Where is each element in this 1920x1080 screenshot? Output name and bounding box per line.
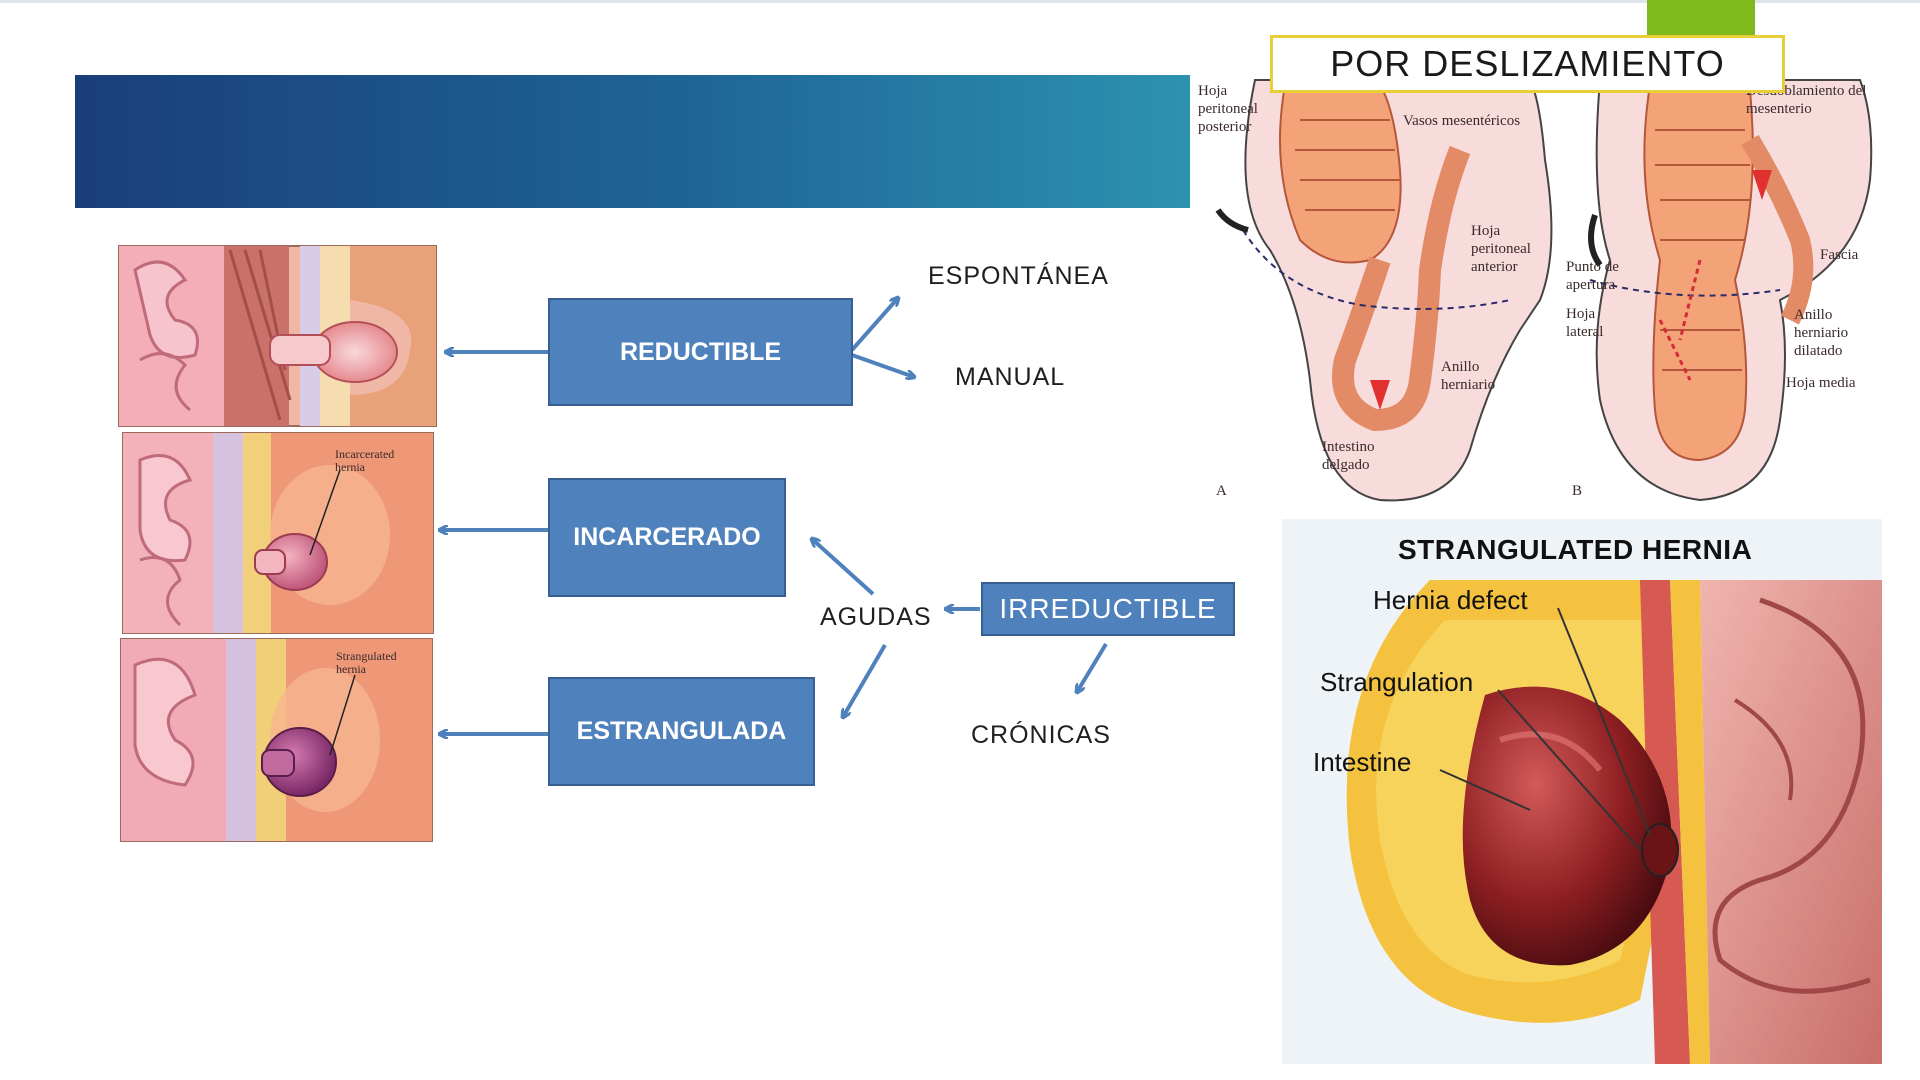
sliding-hernia-title: POR DESLIZAMIENTO [1270, 35, 1785, 93]
incarcerated-hernia-illustration [122, 432, 434, 634]
label-hoja-anterior: Hoja peritoneal anterior [1471, 223, 1531, 275]
top-rule [0, 0, 1920, 3]
arrow-agudas-to-incarcerado [812, 539, 875, 596]
strangulated-title: STRANGULATED HERNIA [1398, 534, 1753, 565]
label-hoja-posterior: Hoja peritoneal posterior [1198, 83, 1258, 135]
label-intestine: Intestine [1313, 747, 1412, 777]
label-hernia-defect: Hernia defect [1373, 585, 1528, 615]
arrow-to-manual [851, 353, 914, 377]
label-anillo: Anillo herniario [1441, 359, 1496, 393]
label-espontanea: ESPONTÁNEA [928, 262, 1109, 290]
strangulated-caption: Strangulated hernia [336, 649, 397, 676]
label-a: A [1216, 483, 1227, 499]
irreductible-box: IRREDUCTIBLE [981, 582, 1235, 636]
label-hoja-media: Hoja media [1786, 375, 1856, 391]
label-strangulation: Strangulation [1320, 667, 1474, 697]
label-anillo-dilatado: Anillo herniario dilatado [1794, 307, 1849, 359]
accent-tab [1647, 0, 1755, 40]
arrow-agudas-to-estrangulada [843, 643, 887, 717]
arrow-to-espontanea [850, 298, 898, 352]
label-manual: MANUAL [955, 363, 1066, 391]
incarcerated-caption: Incarcerated hernia [335, 447, 395, 474]
reducible-hernia-illustration [118, 245, 437, 427]
label-agudas: AGUDAS [820, 603, 932, 631]
label-vasos: Vasos mesentéricos [1403, 113, 1521, 129]
estrangulada-box: ESTRANGULADA [548, 677, 815, 786]
label-b: B [1572, 483, 1583, 499]
title-banner [75, 75, 1190, 208]
incarcerado-box: INCARCERADO [548, 478, 786, 597]
label-fascia: Fascia [1820, 247, 1859, 263]
arrow-irreductible-to-cronicas [1077, 642, 1108, 692]
strangulated-hernia-illustration [120, 638, 433, 842]
label-cronicas: CRÓNICAS [971, 721, 1111, 749]
label-punto: Punto de apertura [1566, 259, 1619, 293]
reductible-box: REDUCTIBLE [548, 298, 853, 406]
label-hoja-lateral: Hoja lateral [1566, 306, 1604, 340]
label-intestino: Intestino delgado [1322, 439, 1375, 473]
